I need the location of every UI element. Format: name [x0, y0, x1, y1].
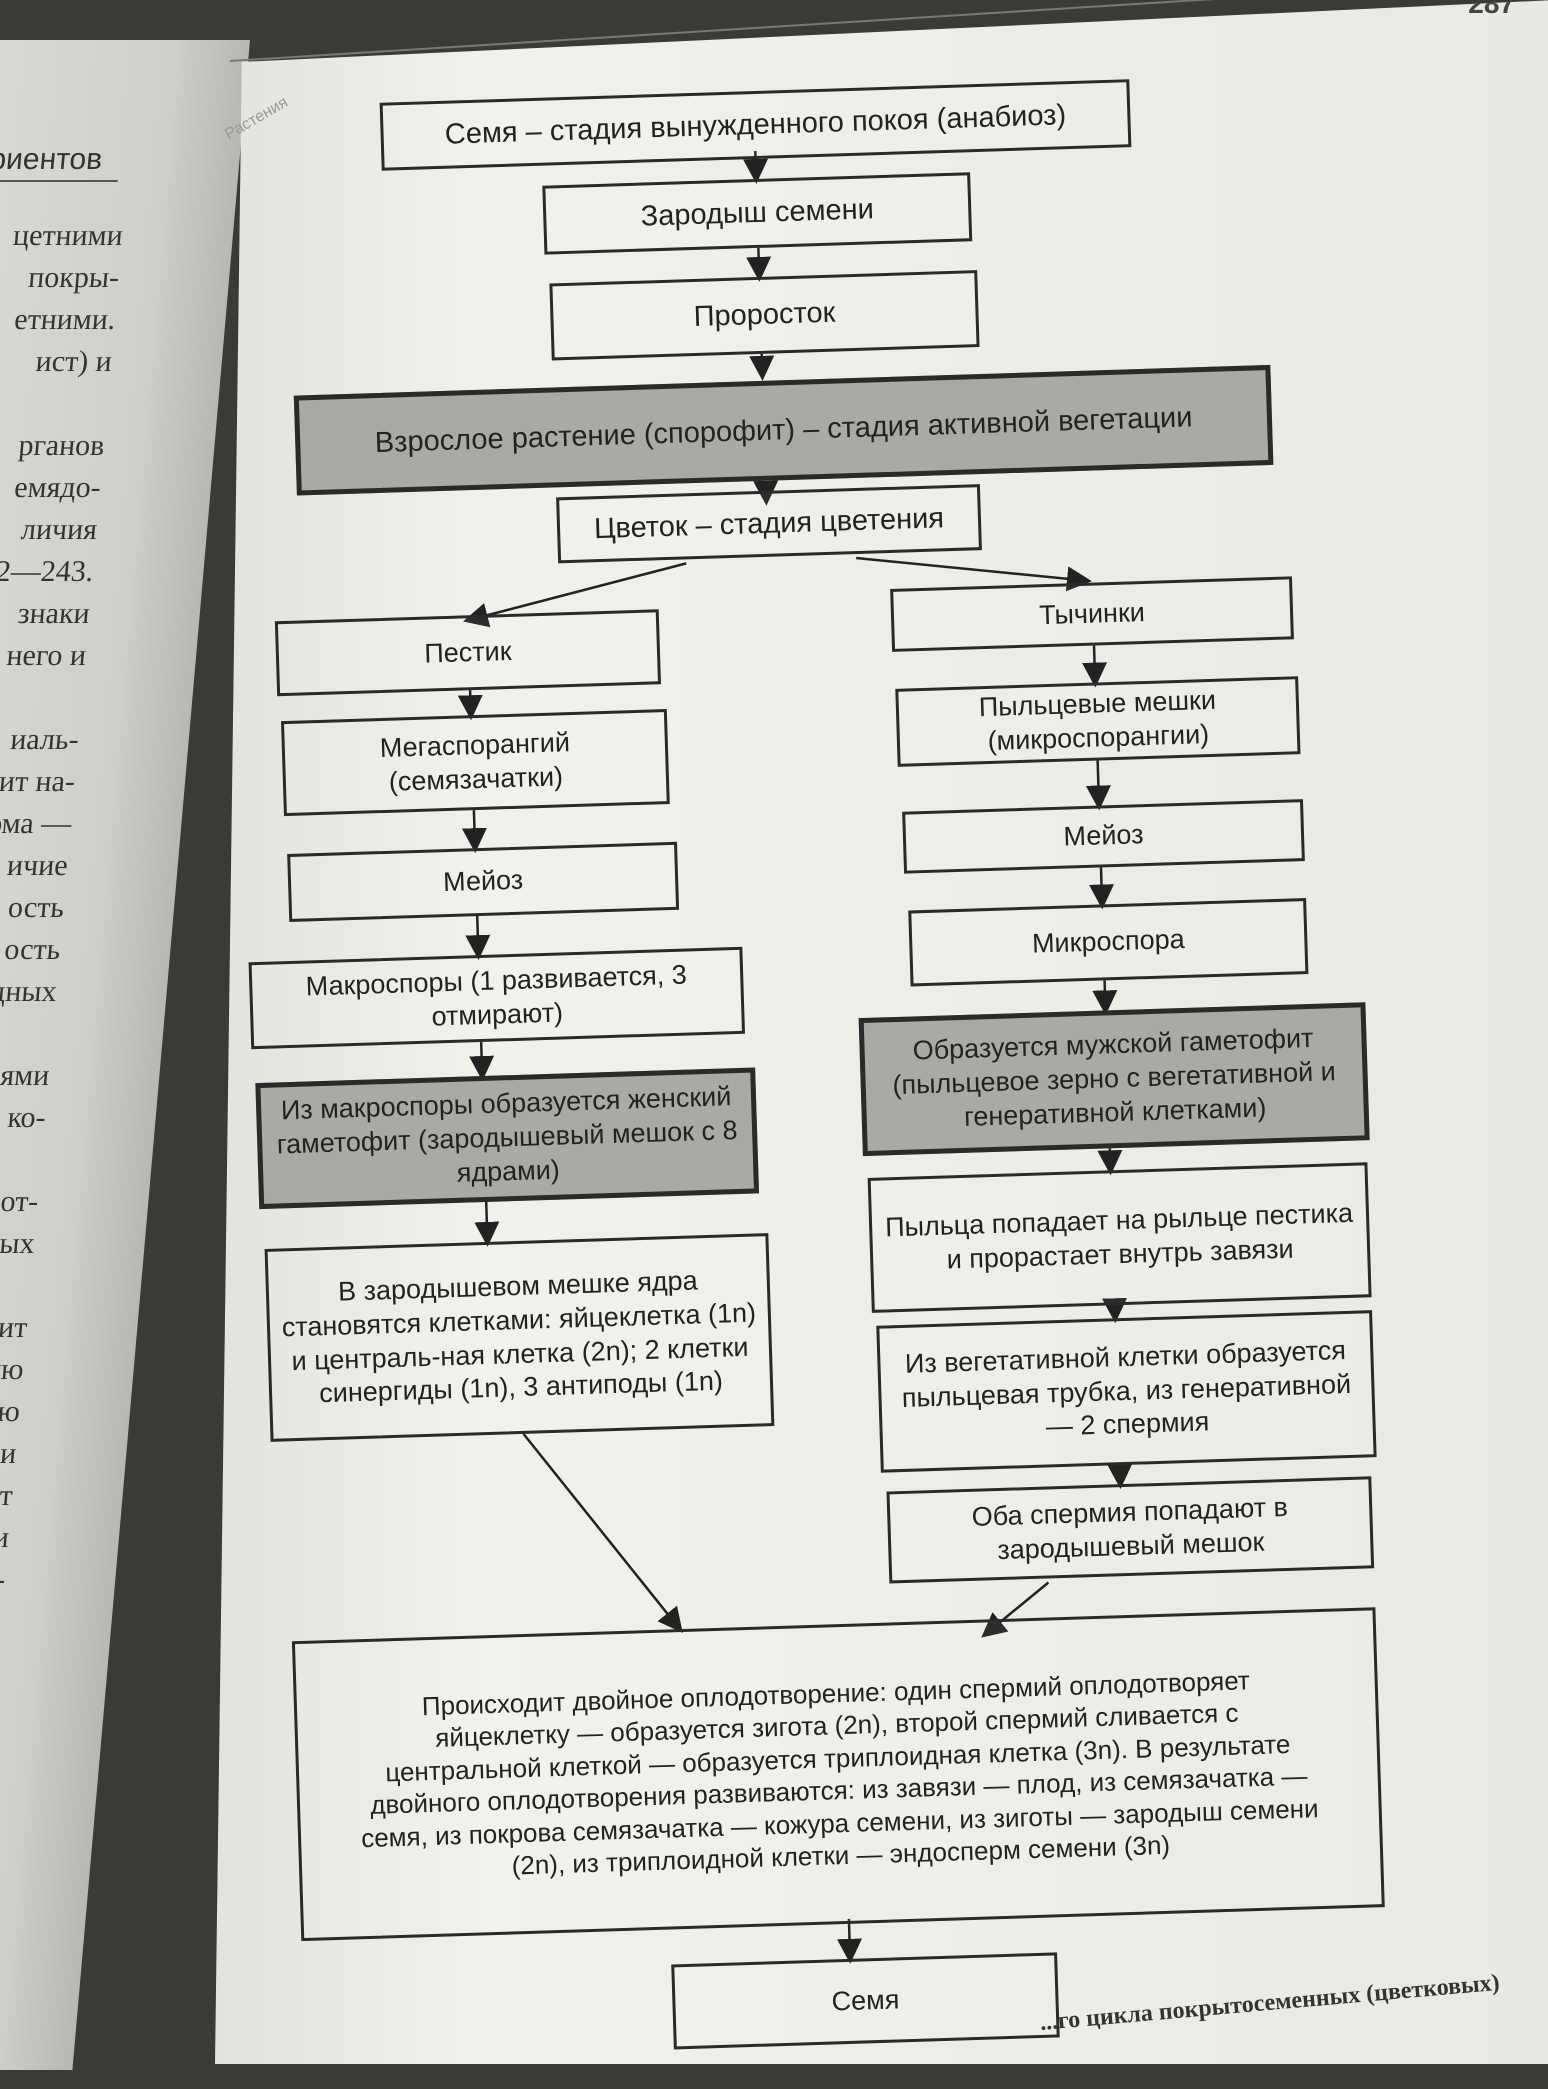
arrow — [1094, 646, 1095, 683]
pollen-sacs-box: Пыльцевые мешки (микроспорангии) — [895, 676, 1300, 767]
double-fertilization-box: Происходит двойное оплодотворение: один … — [292, 1607, 1385, 1941]
meiosis-left-box: Мейоз — [287, 842, 679, 922]
pollen-tube-box: Из вегетативной клетки образуется пыльце… — [876, 1310, 1376, 1473]
left-page-line: ит — [0, 1475, 14, 1517]
flower-box: Цветок – стадия цветения — [556, 484, 982, 563]
pistil-box: Пестик — [275, 609, 661, 696]
male-gametophyte-box: Образуется мужской гаметофит (пыльцевое … — [859, 1002, 1370, 1156]
arrow — [1120, 1465, 1121, 1484]
pollination-box: Пыльца попадает на рыльце пестика и прор… — [868, 1162, 1372, 1313]
female-gametophyte-box: Из макроспоры образуется женский гаметоф… — [255, 1067, 759, 1209]
embryo-box: Зародыш семени — [542, 172, 972, 254]
arrow — [481, 1042, 482, 1076]
arrow — [474, 810, 475, 848]
arrow — [856, 551, 1087, 588]
microspore-box: Микроспора — [908, 898, 1308, 986]
arrow — [470, 690, 471, 715]
arrow — [758, 248, 759, 277]
sprout-box: Проросток — [549, 270, 979, 360]
arrow — [486, 1202, 487, 1242]
megasporangium-box: Мегаспорангий (семязачатки) — [281, 709, 670, 816]
arrow — [1110, 1148, 1111, 1170]
left-page-line: д- — [0, 1559, 7, 1601]
macrospores-box: Макроспоры (1 развивается, 3 отмирают) — [249, 947, 745, 1049]
arrow — [762, 354, 763, 376]
meiosis-right-box: Мейоз — [902, 799, 1305, 874]
left-page-line: ои — [0, 1517, 11, 1559]
sperm-enter-box: Оба спермия попадают в зародышевый мешок — [886, 1476, 1374, 1583]
stamens-box: Тычинки — [890, 576, 1294, 652]
arrow — [477, 916, 478, 955]
arrow — [1105, 980, 1106, 1010]
left-page-line — [0, 1601, 3, 1643]
arrow — [1098, 761, 1099, 806]
arrow — [1101, 867, 1102, 904]
arrow — [849, 1919, 850, 1959]
arrow — [523, 1429, 679, 1634]
seed-box: Семя — [671, 1952, 1059, 2049]
embryo-sac-box: В зародышевом мешке ядра становятся клет… — [265, 1233, 775, 1442]
